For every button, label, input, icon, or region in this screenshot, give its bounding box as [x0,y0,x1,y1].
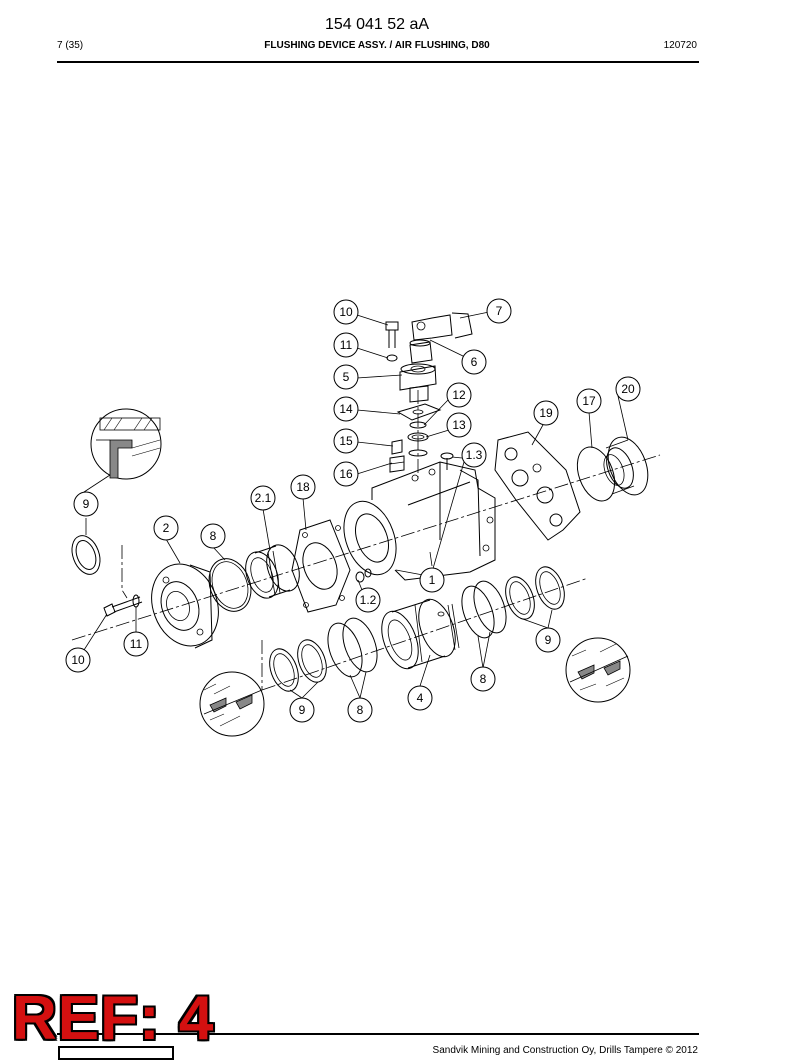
callout-20: 20 [615,376,641,402]
callout-1: 1 [419,567,445,593]
gasket-19 [494,431,581,541]
svg-text:1: 1 [429,573,436,587]
callout-7: 7 [486,298,512,324]
svg-text:17: 17 [582,394,596,408]
callout-9-left: 9 [73,491,99,517]
plug-15 [391,439,403,455]
callout-12: 12 [446,382,472,408]
callout-11-lower: 11 [123,631,149,657]
seal-9-lower-left [269,639,327,692]
copyright-notice: Sandvik Mining and Construction Oy, Dril… [432,1045,698,1056]
header-rule [57,61,699,63]
svg-text:13: 13 [452,418,466,432]
svg-text:8: 8 [357,703,364,717]
callout-10-top: 10 [333,299,359,325]
svg-text:11: 11 [130,637,143,651]
seal-9-left [71,535,101,575]
callout-19: 19 [533,400,559,426]
page-number: 7 (35) [57,40,84,51]
callout-5: 5 [333,364,359,390]
nipple-16 [389,455,405,473]
svg-text:14: 14 [339,402,353,416]
svg-text:12: 12 [452,388,466,402]
sleeve-4 [381,598,460,670]
svg-text:19: 19 [539,406,553,420]
sleeve-2-1 [245,544,300,599]
svg-text:15: 15 [339,434,353,448]
document-date: 120720 [663,40,697,51]
svg-text:10: 10 [71,653,85,667]
seal-detail-bottom-left [199,671,265,737]
svg-text:16: 16 [339,467,353,481]
housing-1 [343,461,496,581]
o-ring-17 [576,446,616,502]
bolt-10-left [103,596,143,617]
callout-8-upper: 8 [200,523,226,549]
svg-text:8: 8 [480,672,487,686]
gasket-18 [291,519,351,613]
svg-text:4: 4 [417,691,424,705]
svg-text:2: 2 [163,521,170,535]
seal-detail-bottom-right [565,637,631,703]
reference-stamp: REF: 4 [12,984,215,1053]
svg-text:1.2: 1.2 [360,593,377,607]
svg-text:9: 9 [83,497,90,511]
o-ring-8-lower-right [461,580,507,639]
bolt-10-top [385,321,399,348]
svg-text:7: 7 [496,304,503,318]
o-ring-8-lower-left [327,617,378,678]
svg-text:9: 9 [545,633,552,647]
plate-14 [396,403,442,421]
svg-text:20: 20 [621,382,635,396]
nut-20 [603,436,649,496]
callout-9-lower: 9 [289,697,315,723]
callout-10-lower: 10 [65,647,91,673]
axis-offset-line [121,545,128,599]
svg-text:11: 11 [340,338,353,352]
callout-1-3: 1.3 [461,442,487,468]
flange-2 [151,563,219,649]
footer-rule [57,1033,699,1035]
callout-16: 16 [333,461,359,487]
callout-9-right: 9 [535,627,561,653]
washer-11-top [386,354,398,362]
valve-body-5 [399,363,437,403]
main-axis-line [71,454,661,641]
callout-11-top: 11 [333,332,359,358]
o-ring-8-upper [208,558,252,612]
svg-text:9: 9 [299,703,306,717]
document-number: 154 041 52 aA [324,16,430,33]
leader-lines [83,311,629,699]
svg-text:8: 8 [210,529,217,543]
svg-text:18: 18 [296,480,310,494]
callout-15: 15 [333,428,359,454]
callout-17: 17 [576,388,602,414]
callout-2-1: 2.1 [250,485,276,511]
callout-2: 2 [153,515,179,541]
callout-8-right: 8 [470,666,496,692]
callout-4: 4 [407,685,433,711]
connector-6 [409,339,433,364]
callout-18: 18 [290,474,316,500]
elbow-fitting-7 [411,312,473,341]
document-title: FLUSHING DEVICE ASSY. / AIR FLUSHING, D8… [264,40,490,51]
callout-14: 14 [333,396,359,422]
washer-11-left [132,594,140,608]
screw-1-3 [440,452,454,470]
seal-detail-top-left [90,408,162,480]
plug-1-2 [355,568,372,583]
svg-text:6: 6 [471,355,478,369]
seal-9-lower-right [505,566,565,620]
svg-text:1.3: 1.3 [466,448,483,462]
callout-6: 6 [461,349,487,375]
svg-text:10: 10 [339,305,353,319]
svg-text:5: 5 [343,370,350,384]
svg-text:2.1: 2.1 [255,491,272,505]
callout-13: 13 [446,412,472,438]
callout-1-2: 1.2 [355,587,381,613]
callout-8-lower: 8 [347,697,373,723]
